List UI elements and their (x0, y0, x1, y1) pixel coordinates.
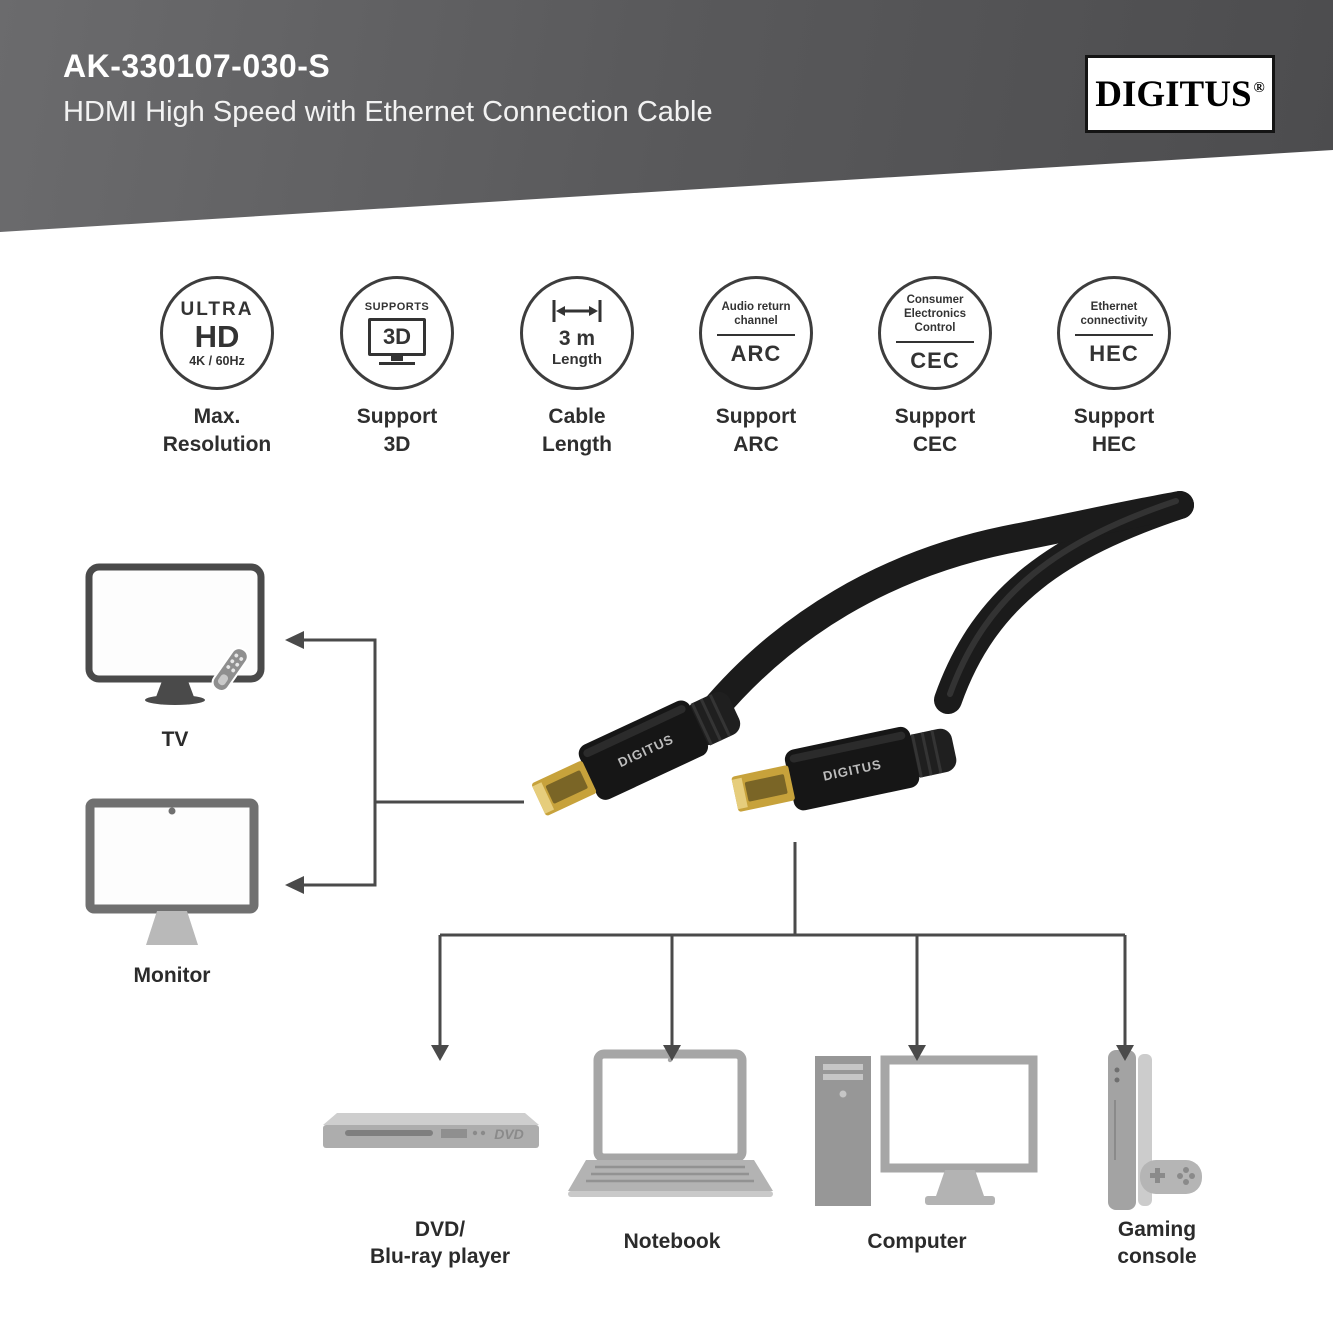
device-label-line: Blu-ray player (369, 1245, 511, 1268)
feature-max-resolution: ULTRA HD 4K / 60Hz Max. Resolution (127, 276, 307, 459)
feature-label-cable-length: Cable Length (487, 403, 667, 459)
feature-label-support-arc: Support ARC (666, 403, 846, 459)
feature-cable-length: 3 m Length Cable Length (487, 276, 667, 459)
3d-monitor-stand (391, 356, 403, 361)
hdmi-connector-right: DIGITUS (731, 726, 957, 812)
3d-monitor-icon: 3D (368, 318, 426, 356)
feature-label-line: HEC (1091, 433, 1137, 456)
device-label-line: Notebook (623, 1230, 721, 1253)
divider-line (896, 340, 974, 343)
arc-icon: Audio return channel ARC (699, 276, 813, 390)
hec-text: HEC (1089, 340, 1139, 366)
feature-support-cec: Consumer Electronics Control CEC Support… (845, 276, 1025, 459)
notebook-label: Notebook (572, 1228, 772, 1255)
hdmi-cable-image: DIGITUS DIGITUS (532, 491, 1194, 816)
feature-label-line: CEC (912, 433, 958, 456)
gamepad-icon (1140, 1160, 1202, 1194)
product-subtitle: HDMI High Speed with Ethernet Connection… (63, 96, 713, 128)
computer-icon (815, 1055, 1038, 1206)
arc-description: Audio return channel (721, 300, 791, 327)
feature-label-line: Support (356, 405, 438, 428)
feature-label-line: Cable (548, 405, 606, 428)
brand-logo: DIGITUS® (1085, 55, 1275, 133)
feature-label-line: 3D (383, 433, 411, 456)
length-unit: Length (552, 350, 602, 368)
feature-label-line: Length (542, 433, 612, 456)
connection-arrowheads (285, 631, 1134, 1061)
length-value: 3 m (558, 326, 596, 350)
hdmi-connector-left: DIGITUS (532, 691, 741, 816)
tv-icon (85, 563, 265, 705)
feature-label-line: Support (715, 405, 797, 428)
dvd-label: DVD/ Blu-ray player (330, 1216, 550, 1270)
device-label-line: Computer (867, 1230, 967, 1253)
tv-label: TV (161, 728, 189, 751)
gaming-console-label: Gaming console (1067, 1216, 1247, 1270)
hec-icon: Ethernet connectivity HEC (1057, 276, 1171, 390)
feature-label-line: ARC (733, 433, 779, 456)
ultra-hd-icon: ULTRA HD 4K / 60Hz (160, 276, 274, 390)
feature-label-line: Resolution (162, 433, 272, 456)
supports-text: SUPPORTS (364, 301, 430, 313)
divider-line (1075, 333, 1153, 336)
cec-text: CEC (910, 347, 960, 373)
registered-trademark: ® (1253, 80, 1265, 97)
feature-support-3d: SUPPORTS 3D Support 3D (307, 276, 487, 459)
cec-icon: Consumer Electronics Control CEC (878, 276, 992, 390)
hd-text: HD (194, 318, 240, 354)
divider-line (717, 333, 795, 336)
notebook-icon (568, 1049, 773, 1197)
feature-label-support-hec: Support HEC (1024, 403, 1204, 459)
product-model: AK-330107-030-S (63, 48, 331, 84)
brand-name-text: DIGITUS (1095, 73, 1252, 115)
dvd-icon-text: DVD (494, 1126, 524, 1142)
device-label-line: Gaming (1117, 1218, 1197, 1241)
brand-name: DIGITUS® (1095, 73, 1265, 116)
feature-support-arc: Audio return channel ARC Support ARC (666, 276, 846, 459)
resolution-text: 4K / 60Hz (189, 353, 245, 368)
3d-monitor-base (379, 362, 415, 365)
gaming-console-icon (1108, 1050, 1202, 1210)
dvd-player-icon: DVD (323, 1113, 539, 1148)
feature-support-hec: Ethernet connectivity HEC Support HEC (1024, 276, 1204, 459)
feature-label-support-cec: Support CEC (845, 403, 1025, 459)
ultra-text: ULTRA (180, 298, 254, 320)
computer-label: Computer (817, 1228, 1017, 1255)
monitor-label: Monitor (133, 964, 211, 987)
3d-text: 3D (382, 324, 412, 349)
device-label-line: console (1117, 1245, 1197, 1268)
feature-label-line: Support (894, 405, 976, 428)
connection-lines (303, 638, 1127, 1046)
hec-description: Ethernet connectivity (1080, 300, 1148, 327)
feature-label-support-3d: Support 3D (307, 403, 487, 459)
cec-description: Consumer Electronics Control (904, 293, 966, 334)
length-arrow-icon (552, 299, 602, 322)
arc-text: ARC (730, 340, 782, 366)
device-label-line: DVD/ (414, 1218, 466, 1241)
cable-length-icon: 3 m Length (520, 276, 634, 390)
feature-label-max-resolution: Max. Resolution (127, 403, 307, 459)
remote-control-icon (211, 647, 249, 692)
feature-label-line: Support (1073, 405, 1155, 428)
feature-label-line: Max. (193, 405, 241, 428)
monitor-icon (85, 798, 259, 945)
3d-support-icon: SUPPORTS 3D (340, 276, 454, 390)
